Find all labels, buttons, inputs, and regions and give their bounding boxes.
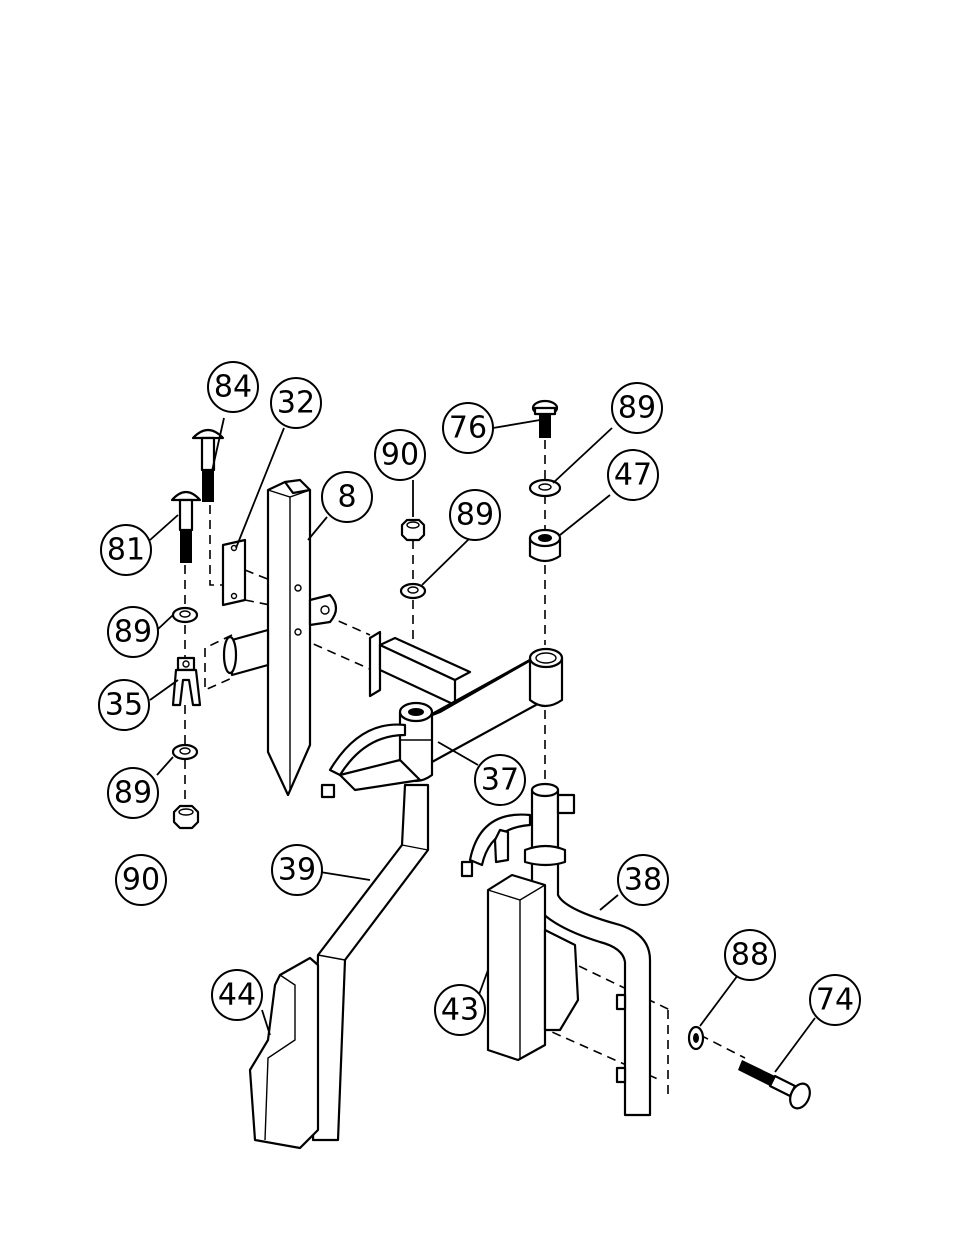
callout-76: 76: [443, 403, 493, 453]
bushing-47: [530, 530, 560, 561]
callout-88-label: 88: [731, 938, 769, 973]
callout-89-label: 89: [618, 391, 656, 426]
callout-89-label: 89: [114, 776, 152, 811]
callout-88: 88: [725, 930, 775, 980]
callout-90: 90: [116, 855, 166, 905]
callout-8-label: 8: [337, 480, 356, 515]
plate-32: [223, 540, 245, 605]
callout-89: 89: [108, 607, 158, 657]
washer-89-right: [530, 480, 560, 496]
bolt-81: [172, 492, 200, 563]
callout-32-label: 32: [277, 386, 315, 421]
callout-81-label: 81: [107, 533, 145, 568]
bolt-76: [533, 401, 557, 438]
callout-47-label: 47: [614, 458, 652, 493]
arm-39: [306, 785, 428, 1140]
callout-37: 37: [475, 755, 525, 805]
nut-90-center: [402, 520, 424, 540]
callout-89: 89: [612, 383, 662, 433]
callout-89: 89: [450, 490, 500, 540]
frame-37: [322, 632, 562, 797]
callout-47: 47: [608, 450, 658, 500]
callout-35-label: 35: [105, 688, 143, 723]
callout-84: 84: [208, 362, 258, 412]
callout-81: 81: [101, 525, 151, 575]
washer-89-left-bottom: [173, 745, 197, 759]
callout-90-label: 90: [122, 863, 160, 898]
callout-74-label: 74: [816, 983, 854, 1018]
callout-43: 43: [435, 985, 485, 1035]
callout-90-label: 90: [381, 438, 419, 473]
callout-43-label: 43: [441, 993, 479, 1028]
washer-88: [689, 1027, 703, 1049]
callout-38-label: 38: [624, 863, 662, 898]
washer-89-center: [401, 584, 425, 598]
callout-32: 32: [271, 378, 321, 428]
nut-90-left: [174, 806, 198, 828]
callout-76-label: 76: [449, 411, 487, 446]
callout-84-label: 84: [214, 370, 252, 405]
callout-35: 35: [99, 680, 149, 730]
callout-44-label: 44: [218, 978, 256, 1013]
callout-89: 89: [108, 768, 158, 818]
bolt-74: [738, 1060, 814, 1112]
callout-89-label: 89: [114, 615, 152, 650]
callout-38: 38: [618, 855, 668, 905]
washer-89-left-top: [173, 608, 197, 622]
callout-37-label: 37: [481, 763, 519, 798]
callout-39-label: 39: [278, 853, 316, 888]
callout-44: 44: [212, 970, 262, 1020]
callout-74: 74: [810, 975, 860, 1025]
callout-89-label: 89: [456, 498, 494, 533]
callout-8: 8: [322, 472, 372, 522]
callout-39: 39: [272, 845, 322, 895]
callout-90: 90: [375, 430, 425, 480]
